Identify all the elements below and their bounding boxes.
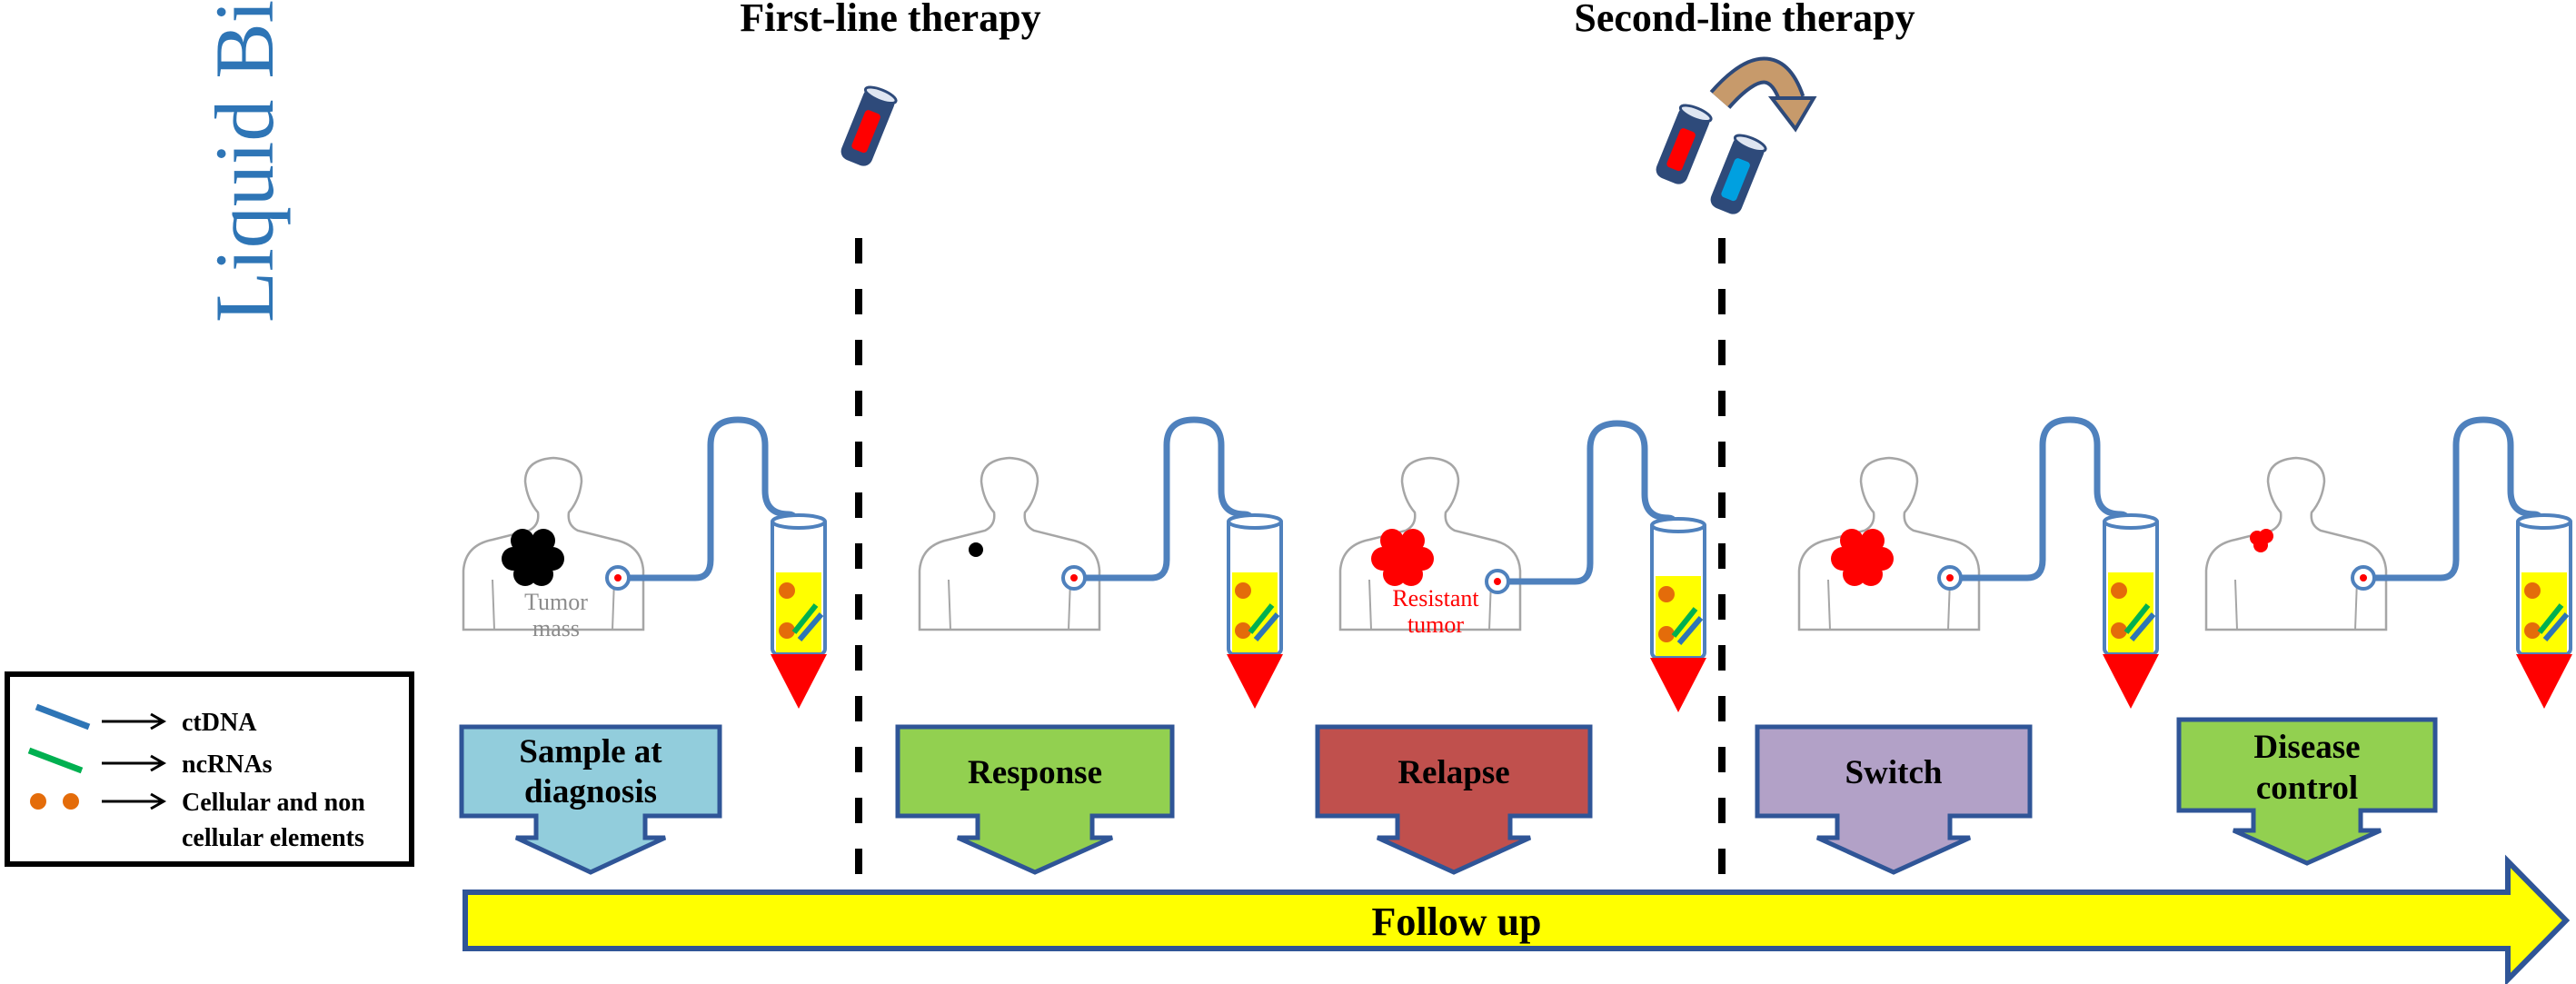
blood-tube-icon	[1650, 519, 1706, 712]
stage-label-response: Response	[968, 754, 1102, 791]
patient-figure-diagnosis: Tumor mass	[462, 416, 827, 709]
resistant-tumor-label-line1: Resistant	[1392, 585, 1479, 611]
blood-tube-icon	[2103, 515, 2159, 709]
red-tumor-icon	[1371, 529, 1434, 586]
legend: ctDNA ncRNAs Cellular and non cellular e…	[5, 671, 414, 867]
small-black-tumor-icon	[969, 542, 983, 557]
stage-label-diagnosis-line1: Sample at	[519, 733, 662, 770]
stage-callout-response: Response	[895, 724, 1175, 875]
follow-up-arrow: Follow up	[462, 854, 2571, 984]
red-tumor-icon	[1831, 529, 1894, 586]
small-red-tumor-icon	[2250, 529, 2273, 552]
second-line-drug-vial-icon	[1652, 100, 1715, 189]
legend-item-ctdna: ctDNA	[35, 703, 257, 737]
switch-curved-arrow-icon	[1709, 56, 1817, 133]
blood-tube-icon	[2516, 515, 2572, 709]
stage-callout-relapse: Relapse	[1315, 724, 1593, 875]
stage-label-switch: Switch	[1845, 754, 1943, 791]
resistant-tumor-label-line2: tumor	[1407, 611, 1464, 638]
follow-up-label: Follow up	[1371, 900, 1541, 944]
patient-figure-switch	[1797, 416, 2159, 709]
legend-item-cellular: Cellular and non cellular elements	[30, 789, 365, 852]
first-line-therapy-label: First-line therapy	[740, 0, 1040, 40]
cellular-element-icon	[30, 793, 46, 810]
page-title: Liquid Biopsy	[198, 0, 291, 323]
cellular-element-icon	[63, 793, 79, 810]
stage-callout-switch: Switch	[1755, 724, 2033, 875]
ctdna-icon	[35, 703, 91, 731]
stage-label-diagnosis-line2: diagnosis	[524, 773, 657, 810]
switched-drug-vial-icon	[1706, 130, 1769, 219]
legend-label-ncrnas: ncRNAs	[182, 750, 273, 779]
stage-callout-disease-control: Disease control	[2176, 717, 2438, 866]
stage-label-disease-control-line2: control	[2256, 770, 2358, 807]
legend-label-cellular-line2: cellular elements	[182, 824, 364, 852]
legend-label-cellular-line1: Cellular and non	[182, 789, 365, 817]
second-line-therapy-label: Second-line therapy	[1574, 0, 1915, 40]
patient-figure-response	[918, 416, 1283, 709]
black-tumor-icon	[502, 529, 564, 586]
stage-callout-diagnosis: Sample at diagnosis	[459, 724, 722, 875]
legend-item-ncrnas: ncRNAs	[27, 747, 273, 779]
patient-figure-relapse: Resistant tumor	[1338, 420, 1706, 712]
legend-label-ctdna: ctDNA	[182, 709, 257, 737]
stage-label-disease-control-line1: Disease	[2253, 729, 2360, 766]
ncrna-icon	[27, 747, 84, 774]
first-line-drug-vial-icon	[837, 82, 900, 171]
patient-figure-disease-control	[2204, 416, 2572, 709]
tumor-mass-label-line1: Tumor	[524, 589, 588, 615]
tumor-mass-label-line2: mass	[532, 615, 580, 641]
blood-tube-icon	[1227, 515, 1283, 709]
stage-label-relapse: Relapse	[1397, 754, 1509, 791]
blood-tube-icon	[771, 515, 827, 709]
